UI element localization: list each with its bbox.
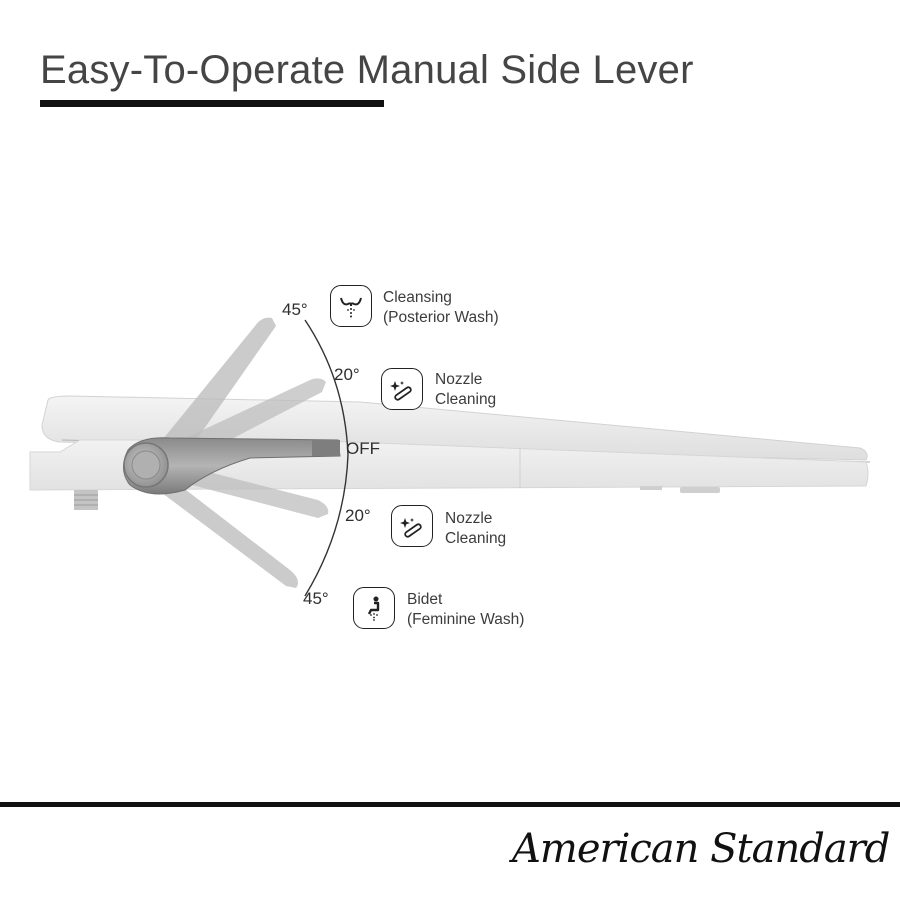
feminine-wash-icon [353,587,395,629]
angle-label-20-down: 20° [345,506,371,525]
nozzle-cleaning-icon [381,368,423,410]
mode-nozzle-cleaning-down-label: Nozzle Cleaning [445,510,507,547]
footer-divider [0,802,900,807]
nozzle-cleaning-icon [391,505,433,547]
angle-label-45-up: 45° [282,300,308,319]
side-lever [123,437,341,495]
angle-label-45-down: 45° [303,589,329,608]
angle-arc [304,319,349,597]
page-title: Easy-To-Operate Manual Side Lever [40,48,694,92]
lever-ghost-45-down [150,470,298,588]
mode-cleansing-label: Cleansing (Posterior Wash) [383,289,499,326]
brand-logo: American Standard [512,826,890,872]
title-underline [40,100,384,107]
mode-nozzle-cleaning-up-label: Nozzle Cleaning [435,371,497,408]
mode-bidet-label: Bidet (Feminine Wash) [407,591,525,628]
angle-label-off: OFF [346,439,380,458]
lever-ghost-45-up [150,317,276,466]
posterior-wash-icon [330,285,372,327]
angle-label-20-up: 20° [334,365,360,384]
